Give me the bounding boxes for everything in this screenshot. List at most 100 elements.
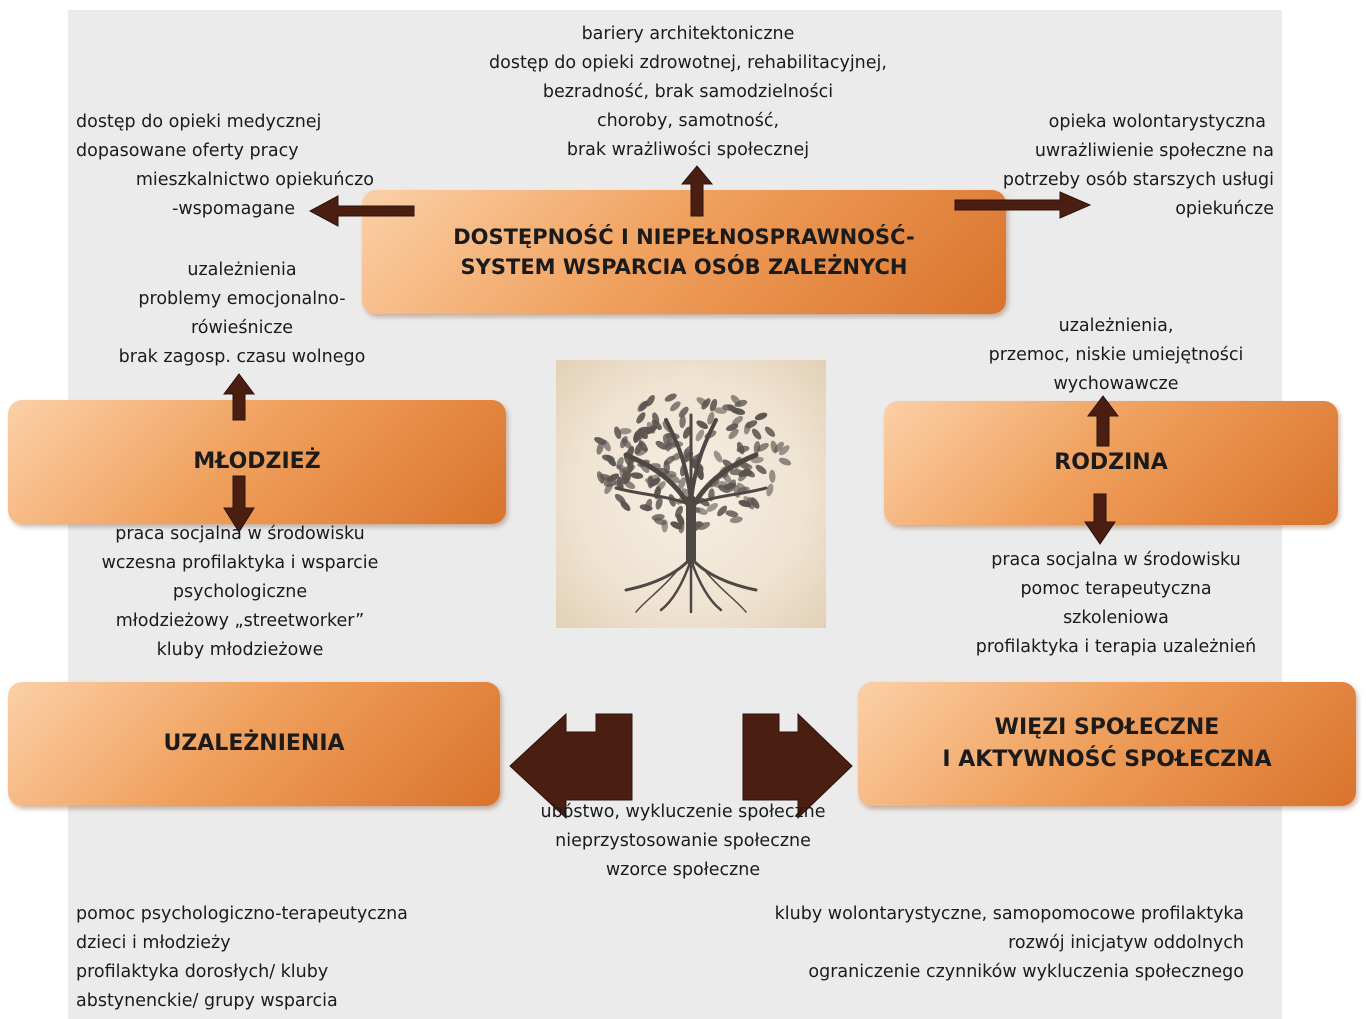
leaf-shape <box>621 438 632 449</box>
text-line: nieprzystosowanie społeczne <box>555 831 811 851</box>
social-box-line-2: I AKTYWNOŚĆ SPOŁECZNA <box>942 747 1272 772</box>
arrow-right-main <box>954 191 1092 219</box>
leaf-shape <box>664 393 677 402</box>
leaf-shape <box>751 428 762 440</box>
leaf-shape <box>621 471 629 485</box>
youth-box-label: MŁODZIEŻ <box>193 449 321 475</box>
leaf-shape <box>725 510 739 518</box>
leaf-shape <box>736 441 745 455</box>
text-line: praca socjalna w środowisku <box>991 550 1241 570</box>
text-line: praca socjalna w środowisku <box>115 524 365 544</box>
leaf-shape <box>766 483 774 497</box>
arrow-up-family <box>1087 395 1119 447</box>
leaf-shape <box>604 482 613 495</box>
arrow-bent-left <box>509 712 633 820</box>
leaf-shape <box>639 504 653 511</box>
top-center-text: bariery architektoniczne dostęp do opiek… <box>440 20 936 165</box>
leaf-shape <box>707 411 715 425</box>
leaf-shape <box>696 420 709 429</box>
leaf-shape <box>670 401 681 412</box>
arrow-down-youth <box>223 475 255 533</box>
leaf-shape <box>738 468 751 477</box>
text-line: młodzieżowy „streetworker” <box>115 611 365 631</box>
arrow-up-main <box>680 165 714 217</box>
leaf-shape <box>757 442 769 452</box>
leaf-shape <box>679 415 686 429</box>
leaf-shape <box>709 398 718 412</box>
leaf-shape <box>594 436 607 445</box>
leaf-shape <box>655 440 668 450</box>
leaf-shape <box>618 427 632 435</box>
leaf-shape <box>769 469 776 483</box>
text-line: ograniczenie czynników wykluczenia społe… <box>808 962 1244 982</box>
leaf-shape <box>633 430 641 443</box>
leaf-shape <box>651 419 662 431</box>
leaf-shape <box>695 507 708 515</box>
leaf-shape <box>675 505 683 518</box>
arrow-left-main <box>308 195 415 227</box>
leaf-shape <box>600 476 614 484</box>
leaf-shape <box>738 500 752 508</box>
top-right-text: opieka wolontarystyczna uwrażliwienie sp… <box>970 108 1274 224</box>
leaf-shape <box>750 497 760 509</box>
leaf-shape <box>706 502 719 512</box>
family-box: RODZINA <box>884 401 1338 525</box>
text-line: potrzeby osób starszych usługi <box>1002 170 1274 190</box>
social-box-line-1: WIĘZI SPOŁECZNE <box>994 715 1220 741</box>
top-left-text: dostęp do opieki medycznej dopasowane of… <box>76 108 386 224</box>
text-line: mieszkalnictwo opiekuńczo <box>135 170 374 190</box>
youth-box: MŁODZIEŻ <box>8 400 506 524</box>
text-line: dopasowane oferty pracy <box>76 141 299 161</box>
leaf-shape <box>662 434 671 447</box>
tree-image <box>556 360 826 628</box>
family-box-label: RODZINA <box>1054 450 1168 476</box>
leaf-shape <box>717 505 728 517</box>
bottom-right-text: kluby wolontarystyczne, samopomocowe pro… <box>720 900 1244 987</box>
leaf-shape <box>678 477 686 490</box>
text-line: profilaktyka dorosłych/ kluby <box>76 962 329 982</box>
text-line: dostęp do opieki zdrowotnej, rehabilitac… <box>489 53 887 73</box>
youth-support-text: praca socjalna w środowisku wczesna prof… <box>80 520 400 665</box>
text-line: rówieśnicze <box>190 318 294 338</box>
tree-of-life-icon <box>594 393 792 614</box>
text-line: wczesna profilaktyka i wsparcie <box>101 553 379 573</box>
leaf-shape <box>739 462 753 470</box>
leaf-shape <box>736 482 748 494</box>
text-line: -wspomagane <box>172 199 296 219</box>
leaf-shape <box>726 423 739 432</box>
leaf-shape <box>696 397 708 407</box>
leaf-shape <box>729 468 743 476</box>
main-box-line-1: DOSTĘPNOŚĆ I NIEPEŁNOSPRAWNOŚĆ- <box>453 224 915 249</box>
leaf-shape <box>728 428 739 440</box>
leaf-shape <box>596 441 604 455</box>
text-line: opiekuńcze <box>1175 199 1274 219</box>
leaf-shape <box>774 441 784 453</box>
text-line: problemy emocjonalno- <box>138 289 346 309</box>
leaf-shape <box>698 521 711 531</box>
leaf-shape <box>731 415 744 426</box>
text-line: rozwój inicjatyw oddolnych <box>1008 933 1244 953</box>
leaf-shape <box>695 429 705 442</box>
leaf-shape <box>778 457 792 466</box>
main-box: DOSTĘPNOŚĆ I NIEPEŁNOSPRAWNOŚĆ- SYSTEM W… <box>362 190 1006 314</box>
arrow-up-youth <box>223 373 255 421</box>
text-line: choroby, samotność, <box>596 111 780 131</box>
main-box-line-2: SYSTEM WSPARCIA OSÓB ZALEŻNYCH <box>460 255 908 279</box>
addictions-box-label: UZALEŻNIENIA <box>163 731 345 757</box>
leaf-shape <box>734 399 748 408</box>
text-line: bezradność, brak samodzielności <box>542 82 834 102</box>
leaf-shape <box>764 426 776 437</box>
leaf-shape <box>713 407 727 414</box>
text-line: uwrażliwienie społeczne na <box>1034 141 1274 161</box>
text-line: wzorce społeczne <box>605 860 761 880</box>
addictions-box: UZALEŻNIENIA <box>8 682 500 806</box>
leaf-shape <box>645 394 655 407</box>
leaf-shape <box>644 477 658 485</box>
text-line: opieka wolontarystyczna <box>1048 112 1266 132</box>
leaf-shape <box>601 454 615 462</box>
leaf-shape <box>717 484 731 493</box>
text-line: dostęp do opieki medycznej <box>76 112 322 132</box>
leaf-shape <box>727 404 739 414</box>
text-line: psychologiczne <box>172 582 308 602</box>
